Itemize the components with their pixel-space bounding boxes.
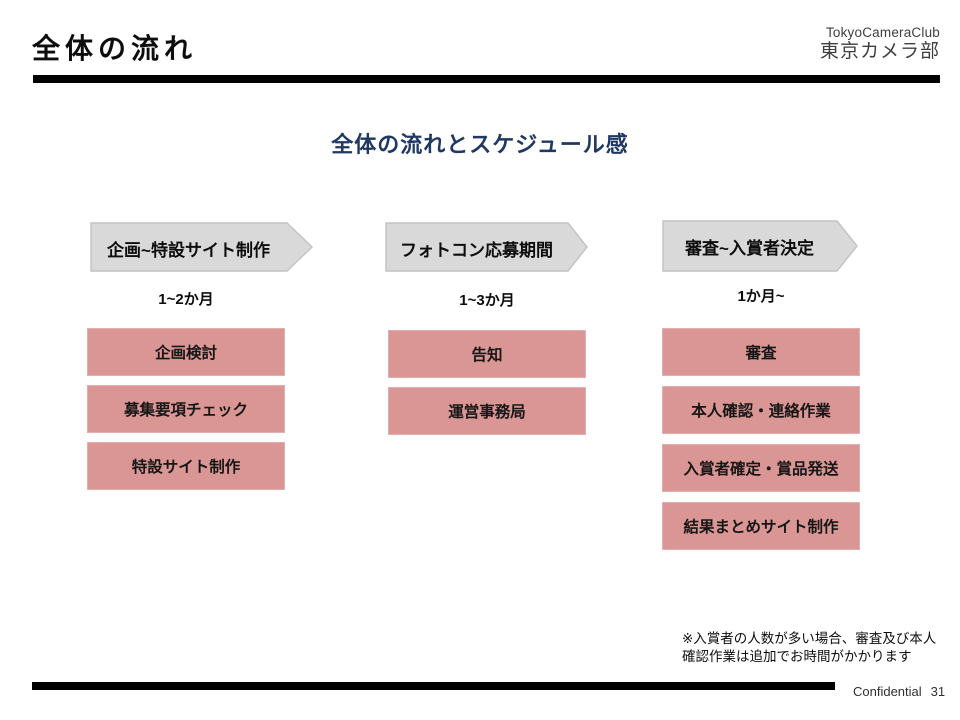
step-box: 特設サイト制作	[87, 442, 285, 490]
arrow-shape-icon	[385, 222, 588, 272]
phase-header-arrow: 企画~特設サイト制作	[90, 222, 313, 274]
phase-header-label: 企画~特設サイト制作	[107, 240, 270, 260]
phase-header-arrow: フォトコン応募期間	[385, 222, 588, 274]
arrow-shape-icon	[90, 222, 313, 272]
confidential-label: Confidential	[853, 684, 922, 699]
footnote: ※入賞者の人数が多い場合、審査及び本人 確認作業は追加でお時間がかかります	[682, 631, 937, 664]
phase-header-label: フォトコン応募期間	[400, 240, 553, 260]
section-heading: 全体の流れとスケジュール感	[331, 132, 629, 157]
page-number: 31	[930, 684, 946, 699]
step-box: 募集要項チェック	[87, 385, 285, 433]
footer: Confidential 31	[853, 684, 945, 699]
step-box: 企画検討	[87, 328, 285, 376]
phase-header-label: 審査~入賞者決定	[685, 238, 814, 258]
phase-duration: 1か月~	[737, 288, 785, 305]
step-box: 入賞者確定・賞品発送	[662, 444, 860, 492]
step-box: 本人確認・連絡作業	[662, 386, 860, 434]
phase-duration: 1~3か月	[459, 292, 515, 309]
page-title: 全体の流れ	[32, 33, 198, 64]
step-box: 結果まとめサイト制作	[662, 502, 860, 550]
step-box: 運営事務局	[388, 387, 586, 435]
top-divider	[33, 75, 940, 83]
step-box: 審査	[662, 328, 860, 376]
step-box: 告知	[388, 330, 586, 378]
arrow-shape-icon	[662, 220, 858, 272]
logo: TokyoCameraClub 東京カメラ部	[819, 25, 940, 63]
phase-duration: 1~2か月	[158, 291, 214, 308]
logo-text-jp: 東京カメラ部	[819, 40, 940, 62]
logo-text-en: TokyoCameraClub	[825, 25, 940, 40]
phase-header-arrow: 審査~入賞者決定	[662, 220, 858, 272]
bottom-divider	[32, 682, 835, 690]
